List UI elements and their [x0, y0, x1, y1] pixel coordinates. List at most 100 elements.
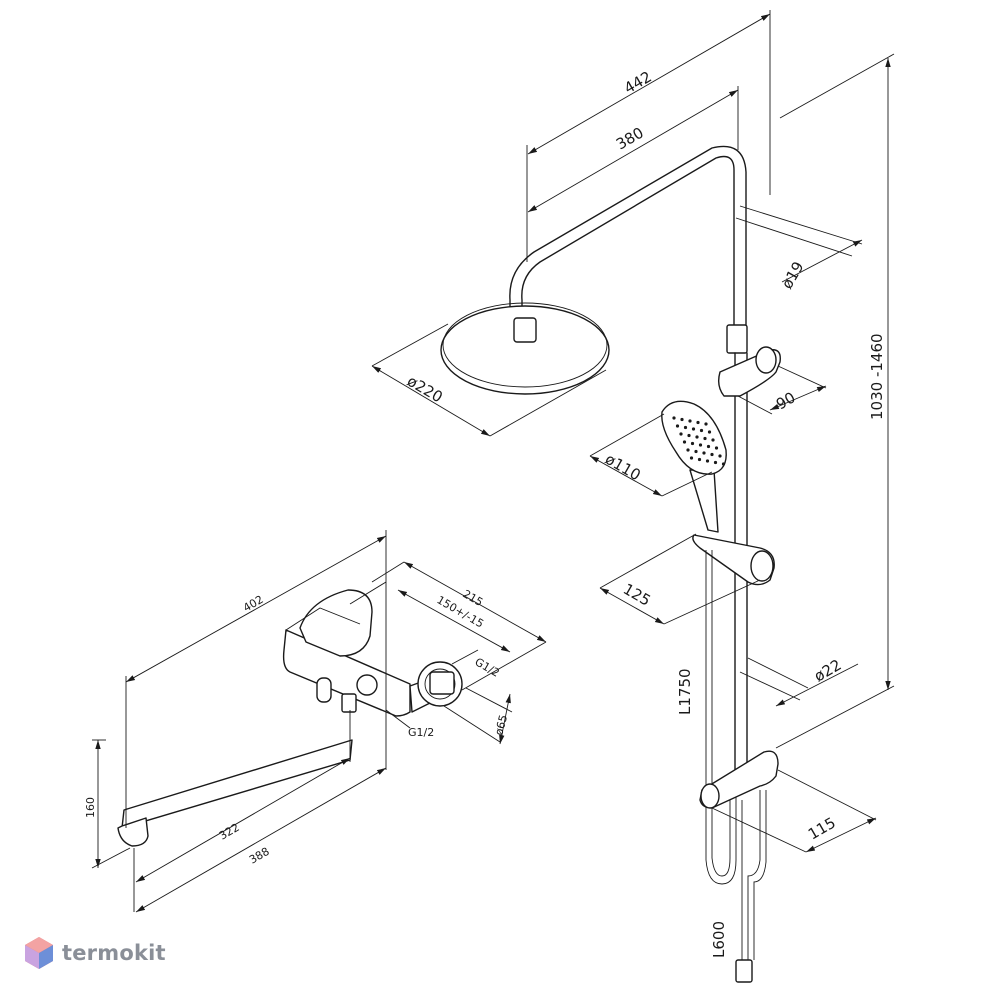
nozzle-dot [680, 417, 684, 422]
dim-19-ext-a [739, 205, 863, 245]
dim-1030-label: 1030 -1460 [868, 333, 886, 420]
nozzle-dot [686, 448, 690, 452]
shower-column [440, 145, 781, 983]
nozzle-dot [697, 457, 702, 462]
dim-65-line [499, 693, 511, 745]
dim-388-line [135, 767, 387, 913]
dim-115-ext-a [711, 807, 807, 853]
dim-110-label: ø110 [602, 450, 644, 484]
dim-90-ext-a [737, 395, 773, 415]
connector-nut [429, 671, 455, 695]
spout-socket [341, 693, 357, 713]
nozzle-dot [710, 452, 714, 457]
dim-160-label: 160 [84, 797, 97, 818]
dim-215-ext-a [371, 561, 405, 583]
nozzle-dot [706, 444, 711, 449]
dim-90-label: 90 [773, 388, 799, 413]
nozzle-dot [699, 428, 704, 433]
nozzle-dot [682, 440, 687, 444]
hexagon-cube-icon [25, 937, 53, 969]
nozzle-dot [689, 456, 694, 460]
wall-flange-inner [424, 668, 456, 700]
dim-402-label: 402 [241, 593, 266, 615]
dim-402-ext-mid [349, 581, 387, 605]
nozzle-dot [698, 443, 703, 447]
dim-220-ext-left [371, 323, 449, 367]
nozzle-dot [688, 419, 692, 423]
dim-115-line [805, 817, 877, 853]
dim-115-ext-b [777, 769, 877, 821]
dim-22-leader [775, 663, 859, 707]
hose-lower-b [753, 790, 767, 960]
dim-65-label: ø65 [492, 713, 510, 736]
dim-19-label: ø19 [778, 259, 808, 292]
dim-19-leader [781, 239, 863, 283]
dim-125-label: 125 [620, 580, 654, 610]
top-holder-cap [755, 346, 777, 374]
dim-g12-bottom-label: G1/2 [408, 726, 434, 739]
rain-shower-rim [442, 302, 608, 388]
dim-125-line [599, 587, 665, 625]
nozzle-dot [672, 416, 676, 420]
dim-g12-bottom-leader [385, 709, 411, 729]
brand-logo: termokit [24, 936, 166, 970]
hand-shower-nozzles [672, 416, 726, 466]
dim-600-label: L600 [710, 921, 728, 958]
nozzle-dot [711, 438, 715, 442]
hose-inner [711, 550, 731, 877]
dim-442-label: 442 [621, 68, 655, 98]
hose-outer [705, 550, 737, 885]
nozzle-dot [691, 427, 696, 431]
dim-220-label: ø220 [404, 372, 446, 406]
dim-220-line [371, 365, 491, 437]
dim-g12-top-leader [451, 649, 479, 665]
hand-shower-head [661, 400, 727, 475]
spout-body [121, 739, 353, 829]
dim-22-ext-a [747, 657, 809, 689]
dim-110-ext-b [661, 471, 713, 497]
dim-1030-ext-top [779, 53, 895, 119]
dim-380-line [527, 89, 739, 213]
dim-19-ext-b [735, 217, 853, 257]
dim-110-ext-a [589, 413, 665, 457]
nozzle-dot [713, 460, 718, 465]
dim-388-label: 388 [247, 845, 272, 867]
nozzle-dot [707, 430, 712, 434]
hand-shower [661, 400, 727, 533]
dim-125-ext-a [599, 533, 697, 589]
nozzle-dot [696, 420, 700, 425]
dim-150-line [397, 589, 511, 653]
brand-name: termokit [62, 941, 166, 965]
mixer-center-cap [356, 674, 378, 696]
dim-1750-label: L1750 [676, 668, 694, 715]
nozzle-dot [714, 446, 719, 450]
bottom-holder-cap [700, 783, 720, 809]
nozzle-dot [695, 435, 699, 439]
dim-125-ext-b [663, 579, 761, 625]
overhead-nut-front [513, 317, 537, 343]
nozzle-dot [702, 451, 706, 455]
hand-shower-handle [689, 469, 719, 533]
dim-90-ext-b [777, 365, 827, 389]
nozzle-dot [679, 432, 683, 436]
nozzle-dot [690, 441, 695, 446]
dim-110-line [589, 455, 663, 497]
dim-322-label: 322 [217, 821, 242, 843]
nozzle-dot [704, 422, 708, 426]
dim-22-label: ø22 [811, 656, 844, 686]
diverter-knob [316, 677, 332, 703]
hose-end-nut [735, 959, 753, 983]
slide-holder-knob [750, 550, 774, 582]
nozzle-dot [721, 462, 726, 466]
nozzle-dot [694, 449, 698, 454]
dim-215-ext-b [461, 641, 547, 691]
dim-65-ext-b [443, 705, 501, 743]
nozzle-dot [675, 424, 680, 428]
dimension-lines [91, 10, 895, 913]
nozzle-dot [683, 425, 688, 430]
dim-160-ext-bottom [91, 847, 131, 869]
dim-380-label: 380 [613, 124, 647, 154]
dim-22-ext-b [739, 671, 801, 701]
dim-90-line [769, 385, 827, 411]
